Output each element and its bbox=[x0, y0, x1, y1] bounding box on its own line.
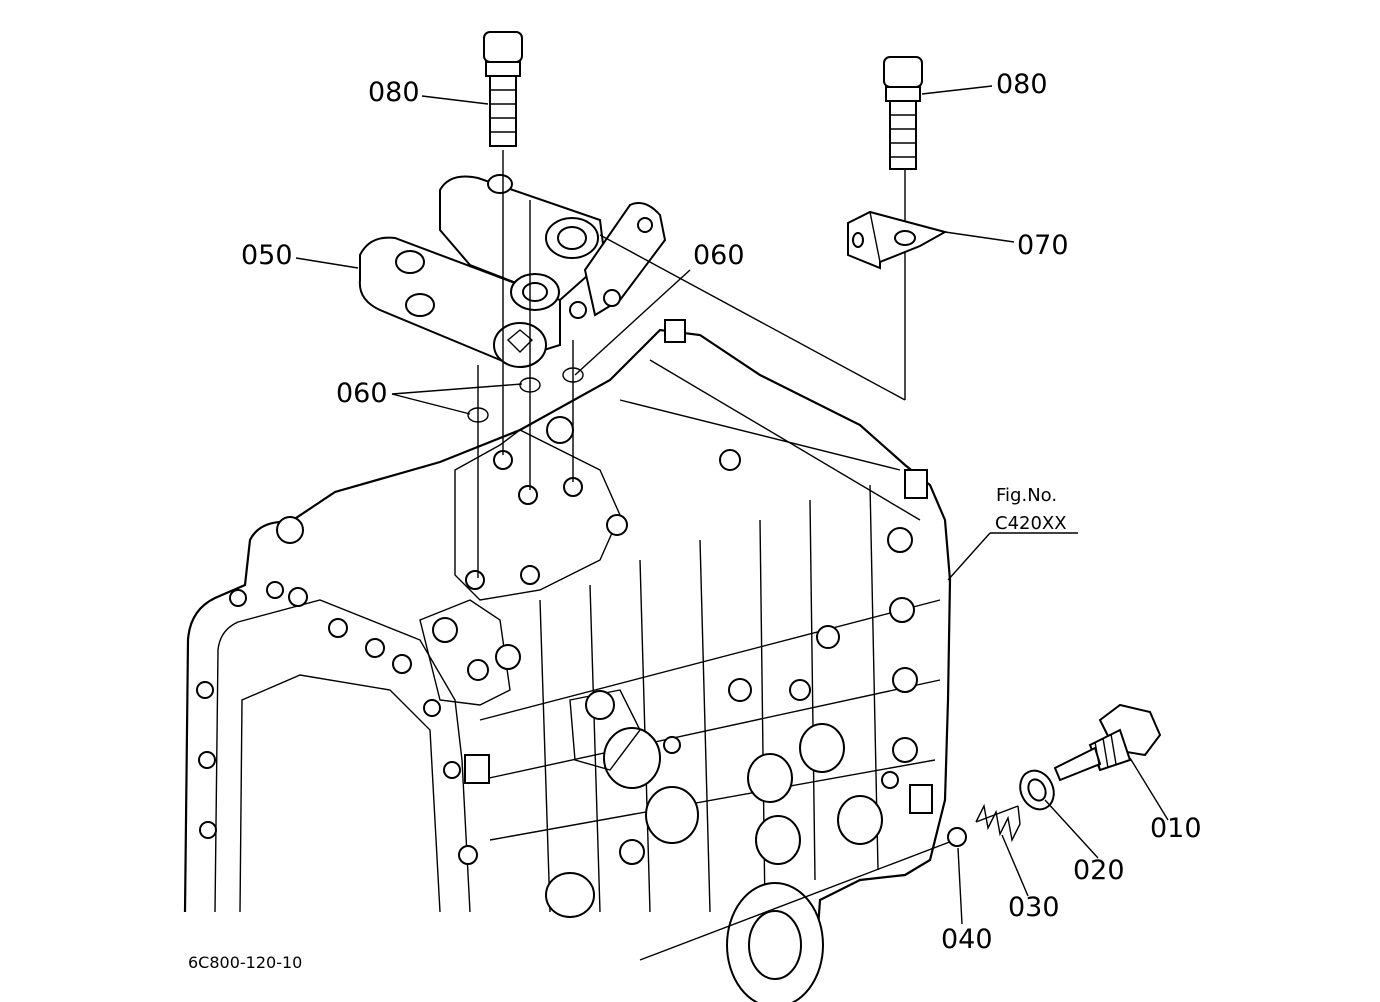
callout-010: 010 bbox=[1150, 813, 1202, 844]
bracket bbox=[847, 210, 948, 270]
bolt-right bbox=[883, 56, 923, 170]
callout-060-left: 060 bbox=[336, 378, 388, 409]
callout-080-left: 080 bbox=[368, 77, 420, 108]
washer bbox=[1019, 769, 1055, 811]
callout-060-right: 060 bbox=[693, 240, 745, 271]
callout-030: 030 bbox=[1008, 892, 1060, 923]
o-rings bbox=[467, 367, 584, 423]
drawing-code: 6C800-120-10 bbox=[188, 953, 302, 972]
plug bbox=[1053, 703, 1162, 782]
callout-080-right: 080 bbox=[996, 69, 1048, 100]
ball bbox=[947, 827, 967, 847]
figure-number-label: Fig.No. bbox=[996, 485, 1057, 506]
valve-body bbox=[358, 174, 667, 368]
spring bbox=[975, 803, 1021, 843]
transmission-housing bbox=[183, 319, 952, 1002]
alignment-lines bbox=[477, 150, 961, 961]
callout-040: 040 bbox=[941, 924, 993, 955]
figure-number-value: C420XX bbox=[995, 513, 1067, 534]
callout-050: 050 bbox=[241, 240, 293, 271]
bolt-left bbox=[483, 31, 523, 147]
callout-020: 020 bbox=[1073, 855, 1125, 886]
leader-lines bbox=[295, 85, 1169, 925]
callout-070: 070 bbox=[1017, 230, 1069, 261]
